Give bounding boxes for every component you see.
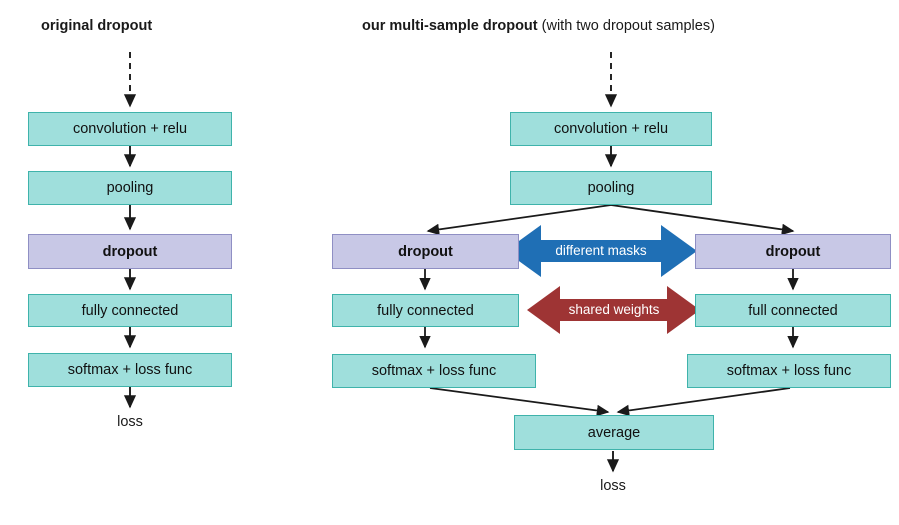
node-branch-right-full-connected[interactable]: full connected bbox=[695, 294, 891, 327]
right-panel-title-regular: (with two dropout samples) bbox=[537, 18, 715, 34]
node-left-fully-connected[interactable]: fully connected bbox=[28, 294, 232, 327]
node-branch-right-dropout[interactable]: dropout bbox=[695, 234, 891, 269]
left-panel-title-text: original dropout bbox=[41, 18, 153, 34]
shared-weights-arrow bbox=[527, 286, 700, 334]
node-label: pooling bbox=[587, 180, 635, 196]
node-label: softmax + loss func bbox=[67, 362, 193, 378]
connector-rl-softmax-average bbox=[429, 387, 610, 417]
node-label: softmax + loss func bbox=[371, 363, 497, 379]
node-branch-right-softmax-loss-func[interactable]: softmax + loss func bbox=[687, 354, 891, 388]
node-left-dropout[interactable]: dropout bbox=[28, 234, 232, 269]
node-label: average bbox=[587, 424, 641, 441]
node-label: pooling bbox=[106, 180, 154, 196]
node-label: softmax + loss func bbox=[726, 363, 852, 379]
node-right-pooling[interactable]: pooling bbox=[510, 171, 712, 205]
node-left-pooling[interactable]: pooling bbox=[28, 171, 232, 205]
node-branch-left-softmax-loss-func[interactable]: softmax + loss func bbox=[332, 354, 536, 388]
node-label: dropout bbox=[398, 243, 453, 260]
node-label: full connected bbox=[748, 302, 838, 319]
node-label: dropout bbox=[102, 243, 158, 260]
node-left-convolution-relu[interactable]: convolution + relu bbox=[28, 112, 232, 146]
connector-pool-to-right-dropout bbox=[610, 204, 795, 236]
shared-weights-label: shared weights bbox=[568, 302, 660, 317]
connector-pool-to-left-dropout bbox=[426, 204, 612, 236]
node-left-softmax-loss-func[interactable]: softmax + loss func bbox=[28, 353, 232, 387]
node-label: convolution + relu bbox=[72, 121, 188, 137]
node-branch-left-fully-connected[interactable]: fully connected bbox=[332, 294, 519, 327]
right-panel-title-bold: our multi-sample dropout bbox=[362, 18, 538, 34]
right-panel-title: our multi-sample dropout (with two dropo… bbox=[362, 18, 715, 34]
different-masks-label: different masks bbox=[555, 243, 647, 258]
node-label: convolution + relu bbox=[553, 121, 669, 137]
node-right-convolution-relu[interactable]: convolution + relu bbox=[510, 112, 712, 146]
left-panel-title: original dropout bbox=[41, 18, 152, 34]
node-label: fully connected bbox=[81, 302, 179, 319]
different-masks-arrow bbox=[505, 225, 697, 277]
node-label: fully connected bbox=[377, 302, 474, 319]
node-label: dropout bbox=[765, 243, 821, 260]
right-output-loss-label: loss bbox=[600, 478, 626, 494]
node-branch-left-dropout[interactable]: dropout bbox=[332, 234, 519, 269]
left-output-loss-label: loss bbox=[117, 414, 143, 430]
connector-rr-softmax-average bbox=[616, 387, 791, 417]
node-average[interactable]: average bbox=[514, 415, 714, 450]
